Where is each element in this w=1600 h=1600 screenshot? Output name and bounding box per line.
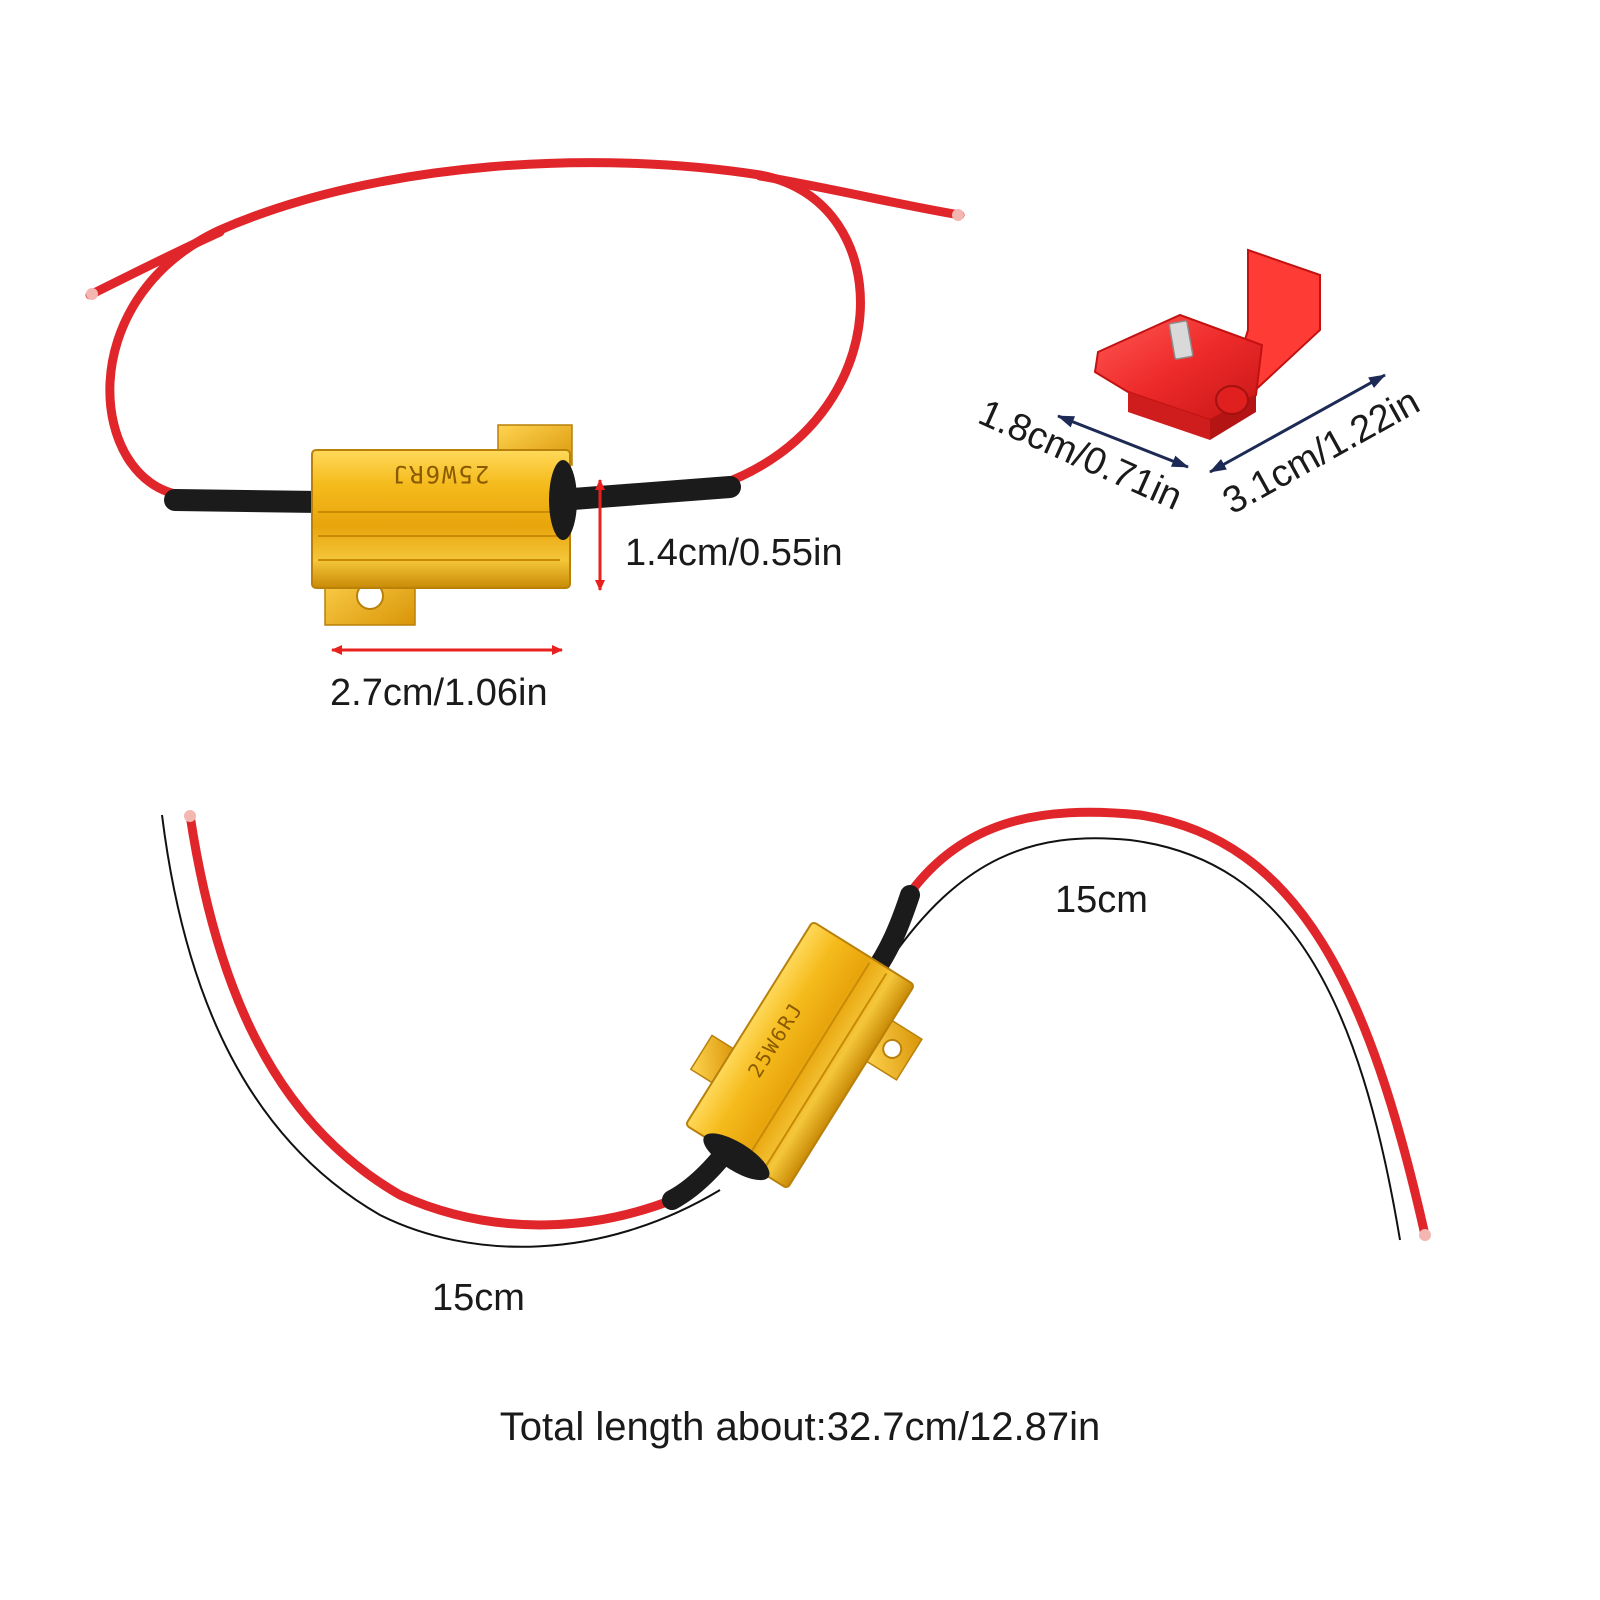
top-wire-tail-left — [85, 227, 225, 300]
resistor-body: 25W6RJ — [311, 449, 577, 589]
left-lead-wire — [185, 810, 677, 1230]
bottom-wire-end-left-icon — [184, 810, 196, 822]
connector-length-arrow — [1209, 373, 1386, 474]
sleeve-left — [164, 489, 331, 513]
height-label: 1.4cm/0.55in — [625, 532, 843, 574]
bottom-wire-end-right-icon — [1419, 1229, 1431, 1241]
resistor-marking-top: 25W6RJ — [391, 460, 490, 488]
resistor-end-hole — [549, 460, 577, 540]
right-lead-length-label: 15cm — [1055, 879, 1148, 921]
left-lead-guide-line — [161, 814, 721, 1248]
left-lead-length-label: 15cm — [432, 1277, 525, 1319]
splice-connector-assembly: 1.8cm/0.71in 3.1cm/1.22in — [972, 248, 1427, 523]
connector-width-arrow — [1057, 414, 1189, 469]
bottom-resistor-assembly: 25W6RJ 15cm 15cm — [161, 807, 1431, 1319]
splice-connector — [1093, 248, 1321, 440]
right-lead-wire — [900, 807, 1430, 1240]
top-wire-tail-right — [755, 171, 965, 220]
top-resistor-assembly: 25W6RJ 1.4cm/0.55in 2.7cm/1.06in — [85, 158, 965, 714]
right-lead-guide-line — [889, 837, 1401, 1241]
top-wire-loop — [105, 158, 865, 500]
wire-end-left-icon — [86, 288, 98, 300]
total-length-label: Total length about:32.7cm/12.87in — [500, 1405, 1100, 1449]
length-label: 2.7cm/1.06in — [330, 672, 548, 714]
sleeve-right — [549, 476, 741, 511]
wire-end-right-icon — [952, 209, 964, 221]
